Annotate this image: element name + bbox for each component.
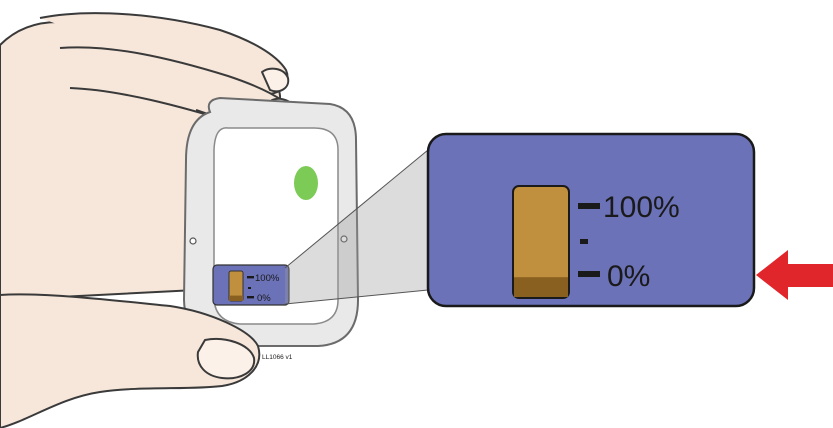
device-serial-text: LL1066 v1 bbox=[262, 354, 293, 361]
arrow-left-icon bbox=[756, 250, 833, 300]
fingernail-top bbox=[261, 67, 290, 93]
reservoir-tube bbox=[512, 185, 570, 299]
reservoir-level bbox=[514, 277, 568, 297]
callout-label-empty: 0% bbox=[607, 260, 650, 293]
thumb bbox=[0, 293, 261, 428]
thumbnail bbox=[196, 338, 256, 380]
thumb-shape bbox=[0, 293, 261, 428]
tick-empty bbox=[578, 271, 600, 277]
device-screw-left bbox=[189, 237, 197, 245]
device-reservoir-level bbox=[229, 295, 243, 301]
device-tick-empty bbox=[247, 296, 254, 299]
tick-full bbox=[578, 203, 600, 209]
device: 100% 0% LL1066 v1 bbox=[182, 96, 360, 361]
tick-mid bbox=[580, 239, 588, 244]
magnification-cone bbox=[285, 150, 428, 304]
device-tick-mid bbox=[248, 287, 251, 289]
device-tick-full bbox=[247, 276, 254, 279]
device-label-full: 100% bbox=[255, 273, 280, 284]
callout-panel: 100% 0% bbox=[426, 132, 756, 308]
cone-edge-top bbox=[284, 149, 429, 269]
device-screw-right bbox=[340, 235, 348, 243]
cone-edge-bottom bbox=[284, 289, 429, 305]
status-light bbox=[294, 166, 318, 200]
callout-label-full: 100% bbox=[603, 191, 680, 224]
device-label-empty: 0% bbox=[257, 293, 271, 304]
device-reservoir-window: 100% 0% bbox=[212, 264, 290, 306]
